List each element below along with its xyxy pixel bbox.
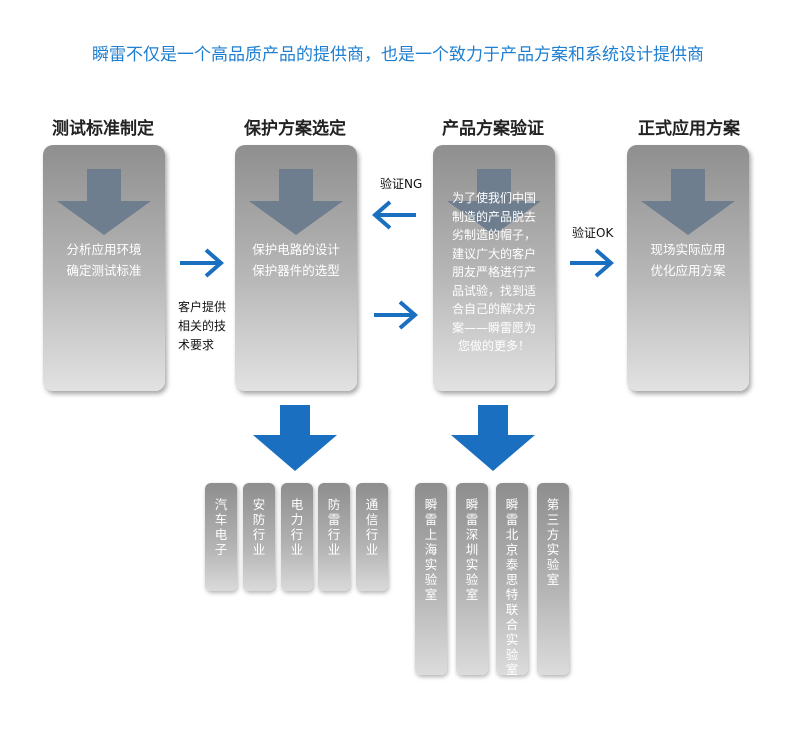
step-card-4: 现场实际应用 优化应用方案	[627, 145, 749, 391]
left-arrow-icon	[372, 200, 416, 230]
step-2-text: 保护电路的设计 保护器件的选型	[235, 239, 357, 281]
right-arrow-icon	[374, 300, 418, 330]
note-line: 相关的技	[178, 319, 227, 333]
step-3-line: 朋友严格进行产	[451, 265, 536, 279]
verify-ok-label: 验证OK	[572, 226, 614, 240]
lab-bar: 第三方实验室	[537, 483, 569, 675]
industry-bar: 通信行业	[356, 483, 388, 591]
step-3-line: 制造的产品脱去	[451, 209, 536, 224]
step-2-line: 保护电路的设计	[252, 242, 340, 257]
industry-label: 汽车电子	[214, 497, 228, 557]
verify-ng-label: 验证NG	[380, 177, 423, 191]
customer-requirements-note: 客户提供 相关的技 术要求	[178, 298, 226, 355]
step-4-text: 现场实际应用 优化应用方案	[627, 239, 749, 281]
lab-label: 瞬雷北京泰思特联合实验室	[505, 497, 519, 677]
right-arrow-icon	[570, 248, 614, 278]
step-4-line: 现场实际应用	[650, 242, 726, 257]
industry-label: 通信行业	[365, 497, 379, 557]
step-title-4: 正式应用方案	[638, 119, 740, 139]
industry-label: 防雷行业	[327, 497, 341, 557]
industry-bar: 电力行业	[281, 483, 313, 591]
industry-bar: 汽车电子	[205, 483, 237, 591]
step-3-text: 为了使我们中国 制造的产品脱去 劣制造的帽子， 建议广大的客户 朋友严格进行产 …	[433, 189, 555, 356]
industry-bar: 防雷行业	[318, 483, 350, 591]
lab-label: 第三方实验室	[546, 497, 560, 587]
step-3-line: 品试验，找到适	[451, 283, 536, 298]
step-3-line: 劣制造的帽子，	[451, 228, 536, 242]
note-line: 术要求	[178, 338, 215, 352]
step-card-3: 为了使我们中国 制造的产品脱去 劣制造的帽子， 建议广大的客户 朋友严格进行产 …	[433, 145, 555, 391]
step-2-line: 保护器件的选型	[252, 263, 340, 278]
lab-bar: 瞬雷深圳实验室	[456, 483, 488, 675]
down-arrow-icon	[447, 169, 541, 235]
step-3-line: 建议广大的客户	[451, 246, 536, 261]
step-1-text: 分析应用环境 确定测试标准	[43, 239, 165, 281]
industry-label: 电力行业	[290, 497, 304, 557]
big-down-arrow-icon	[253, 405, 337, 471]
down-arrow-icon	[249, 169, 343, 235]
industry-bar: 安防行业	[243, 483, 275, 591]
headline: 瞬雷不仅是一个高品质产品的提供商，也是一个致力于产品方案和系统设计提供商	[92, 45, 704, 65]
step-title-3: 产品方案验证	[442, 119, 544, 139]
step-3-line: 为了使我们中国	[451, 191, 536, 205]
note-line: 客户提供	[178, 300, 227, 314]
step-4-line: 优化应用方案	[650, 263, 726, 278]
step-card-2: 保护电路的设计 保护器件的选型	[235, 145, 357, 391]
down-arrow-icon	[57, 169, 151, 235]
lab-bar: 瞬雷北京泰思特联合实验室	[496, 483, 528, 677]
industry-label: 安防行业	[252, 497, 266, 557]
big-down-arrow-icon	[451, 405, 535, 471]
step-3-line: 案——瞬雷愿为	[451, 320, 536, 335]
lab-bar: 瞬雷上海实验室	[415, 483, 447, 675]
step-title-1: 测试标准制定	[52, 119, 154, 139]
step-3-line: 合自己的解决方	[451, 302, 536, 316]
step-title-2: 保护方案选定	[244, 119, 346, 139]
step-1-line: 分析应用环境	[66, 242, 142, 257]
step-3-line: 您做的更多！	[457, 339, 530, 353]
down-arrow-icon	[641, 169, 735, 235]
step-card-1: 分析应用环境 确定测试标准	[43, 145, 165, 391]
lab-label: 瞬雷上海实验室	[424, 497, 438, 602]
step-1-line: 确定测试标准	[66, 263, 142, 278]
right-arrow-icon	[180, 248, 224, 278]
lab-label: 瞬雷深圳实验室	[465, 497, 479, 602]
